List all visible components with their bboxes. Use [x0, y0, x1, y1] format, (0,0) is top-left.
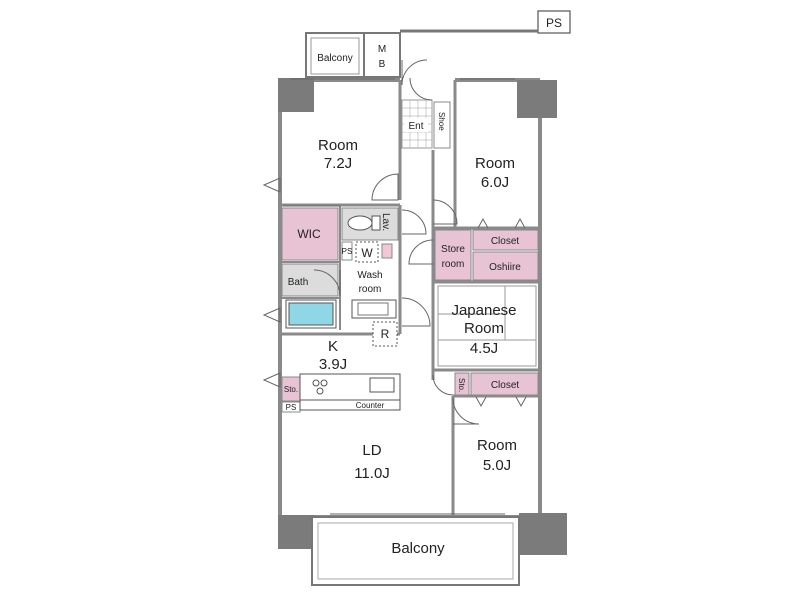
shoe-label: Shoe — [437, 112, 446, 131]
r-label: R — [381, 327, 390, 341]
wic-label: WIC — [297, 227, 321, 241]
entrance: Ent Shoe — [401, 99, 451, 149]
balcony-main-label: Balcony — [391, 540, 445, 557]
room1-size: 7.2J — [324, 155, 352, 172]
kitchen-counter: Sto. PS Counter — [281, 373, 401, 413]
ps-small-label: PS — [342, 247, 353, 256]
room3-size: 5.0J — [483, 457, 511, 474]
wash-room-1: Wash — [357, 270, 382, 281]
store-room-2: room — [442, 259, 465, 270]
balcony-small-label: Balcony — [317, 53, 353, 64]
columns — [278, 78, 567, 555]
japanese-room: Japanese Room 4.5J — [437, 285, 537, 367]
wash-room-2: room — [359, 284, 382, 295]
room1-name: Room — [318, 137, 358, 154]
store-room-1: Store — [441, 244, 465, 255]
ps-counter-label: PS — [286, 403, 297, 412]
lav-label: Lav. — [380, 213, 391, 231]
closet-top-label: Closet — [491, 236, 520, 247]
room2-name: Room — [475, 155, 515, 172]
svg-text:M: M — [378, 44, 386, 55]
door-swings — [262, 59, 527, 425]
small-balcony: Balcony — [305, 32, 365, 78]
k-size: 3.9J — [319, 356, 347, 373]
svg-text:B: B — [379, 59, 386, 70]
ps-top-label: PS — [546, 16, 562, 30]
japanese-size: 4.5J — [470, 340, 498, 357]
sto-right-label: Sto. — [457, 378, 466, 392]
sto-left-label: Sto. — [284, 385, 298, 394]
ps-shaft-top: PS — [400, 10, 571, 34]
bath-label: Bath — [288, 277, 309, 288]
counter-label: Counter — [356, 401, 385, 410]
k-name: K — [328, 338, 338, 355]
oshiire-label: Oshiire — [489, 262, 521, 273]
w-label: W — [361, 246, 373, 260]
closet-bottom-label: Closet — [491, 380, 520, 391]
japanese-name-1: Japanese — [451, 302, 516, 319]
meter-box: M B — [363, 32, 401, 78]
ld-size: 11.0J — [354, 465, 390, 482]
ent-label: Ent — [408, 121, 423, 132]
wic-area — [281, 207, 339, 261]
windows — [283, 78, 515, 515]
japanese-name-2: Room — [464, 320, 504, 337]
ld-name: LD — [362, 442, 381, 459]
room2-size: 6.0J — [481, 174, 509, 191]
main-balcony: Balcony — [311, 516, 520, 586]
room3-name: Room — [477, 437, 517, 454]
toilet-area: Lav. — [341, 207, 399, 241]
